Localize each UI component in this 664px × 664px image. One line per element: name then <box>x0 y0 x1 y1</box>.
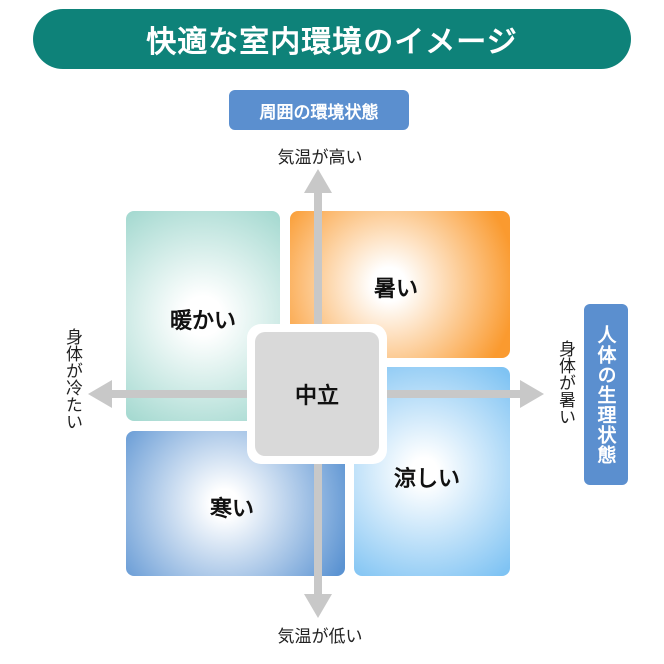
arrow-up-icon <box>304 169 332 193</box>
axis-label-top: 気温が高い <box>277 148 363 168</box>
arrow-down-icon <box>304 594 332 618</box>
quadrant-cool-label: 涼しい <box>394 467 461 492</box>
body-state-tag: 人体の生理状態 <box>584 304 628 485</box>
quadrant-cool: 涼しい <box>354 367 510 576</box>
axis-label-right: 身体が暑い <box>555 340 575 425</box>
arrow-right-icon <box>520 380 544 408</box>
title-banner: 快適な室内環境のイメージ <box>33 9 631 69</box>
page-title: 快適な室内環境のイメージ <box>146 25 518 60</box>
axis-label-bottom: 気温が低い <box>277 627 363 647</box>
neutral-box: 中立 <box>255 332 379 456</box>
axis-label-left: 身体が冷たい <box>62 328 82 430</box>
arrow-left-icon <box>88 380 112 408</box>
quadrant-hot-label: 暑い <box>374 277 419 302</box>
neutral-box-frame: 中立 <box>247 324 387 464</box>
quadrant-warm-label: 暖かい <box>169 309 236 334</box>
surrounding-environment-tag: 周囲の環境状態 <box>229 90 409 130</box>
quadrant-cold-label: 寒い <box>210 497 255 522</box>
